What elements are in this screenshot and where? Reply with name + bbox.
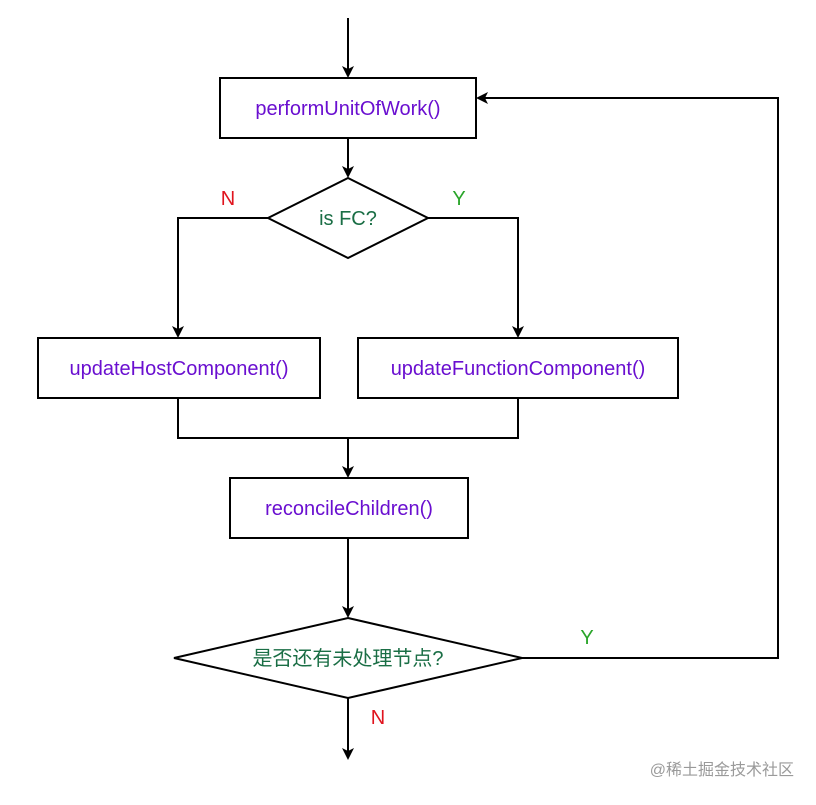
node-reconcile-label: reconcileChildren() [265,498,433,520]
label-loop-yes: Y [580,627,593,649]
node-update-function-component: updateFunctionComponent() [357,337,679,399]
edge-fc-yes [428,217,524,338]
node-update-host-label: updateHostComponent() [69,358,288,380]
watermark: @稀土掘金技术社区 [650,761,794,779]
node-perform-label: performUnitOfWork() [255,98,440,120]
label-exit-no: N [371,707,385,729]
label-fc-no: N [221,188,235,210]
edge-merge [177,398,519,439]
node-has-unprocessed-decision: 是否还有未处理节点? [173,616,523,700]
node-has-unprocessed-label: 是否还有未处理节点? [252,647,443,670]
node-is-fc-label: is FC? [319,208,377,230]
edge-fc-no [172,217,268,338]
node-perform-unit-of-work: performUnitOfWork() [219,77,477,139]
node-is-fc-decision: is FC? [265,176,431,260]
edge-loop-yes [476,92,779,659]
label-fc-yes: Y [452,188,465,210]
node-reconcile-children: reconcileChildren() [229,477,469,539]
node-update-host-component: updateHostComponent() [37,337,321,399]
node-update-function-label: updateFunctionComponent() [391,358,646,380]
